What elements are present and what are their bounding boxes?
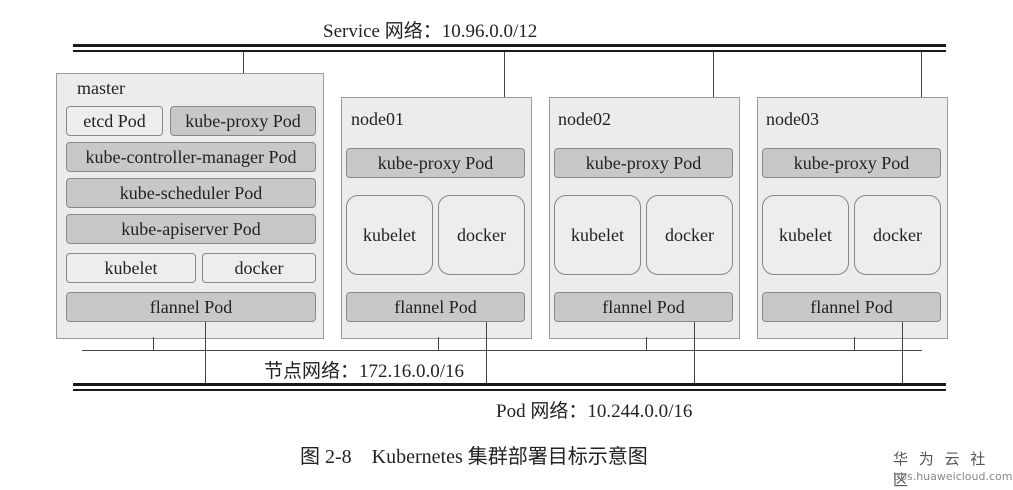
pod-network-bus <box>73 383 946 386</box>
node02-title: node02 <box>558 109 611 129</box>
master-flannel-pod: flannel Pod <box>66 292 316 322</box>
master-apiserver-pod: kube-apiserver Pod <box>66 214 316 244</box>
master-scheduler-pod: kube-scheduler Pod <box>66 178 316 208</box>
node03-title: node03 <box>766 109 819 129</box>
node02-docker: docker <box>646 195 733 275</box>
node01-title: node01 <box>351 109 404 129</box>
master-node-connector <box>153 337 154 350</box>
node01-flannel-connector <box>486 322 487 383</box>
node03-flannel-connector <box>902 322 903 383</box>
watermark-url: bbs.huaweicloud.com <box>893 470 1013 483</box>
node02-kubelet: kubelet <box>554 195 641 275</box>
service-network-label: Service 网络：10.96.0.0/12 <box>323 21 538 42</box>
node02-flannel-connector <box>694 322 695 383</box>
master-title: master <box>77 78 125 98</box>
node-network-label: 节点网络：172.16.0.0/16 <box>264 361 465 382</box>
node03-node-connector <box>854 337 855 350</box>
node01-node-connector <box>438 337 439 350</box>
master-controller-manager-pod: kube-controller-manager Pod <box>66 142 316 172</box>
node01-flannel-pod: flannel Pod <box>346 292 525 322</box>
node02-node-connector <box>646 337 647 350</box>
node01-docker: docker <box>438 195 525 275</box>
master-kube-proxy-pod: kube-proxy Pod <box>170 106 316 136</box>
watermark-name: 华 为 云 社 区 <box>893 450 989 489</box>
master-flannel-connector <box>205 322 206 383</box>
master-etcd-pod: etcd Pod <box>66 106 163 136</box>
node01-kubelet: kubelet <box>346 195 433 275</box>
node01-kube-proxy-pod: kube-proxy Pod <box>346 148 525 178</box>
pod-network-label: Pod 网络：10.244.0.0/16 <box>496 401 693 422</box>
node03-docker: docker <box>854 195 941 275</box>
master-docker: docker <box>202 253 316 283</box>
node02-kube-proxy-pod: kube-proxy Pod <box>554 148 733 178</box>
node03-kube-proxy-pod: kube-proxy Pod <box>762 148 941 178</box>
node03-kubelet: kubelet <box>762 195 849 275</box>
service-network-bus <box>73 44 946 47</box>
master-kubelet: kubelet <box>66 253 196 283</box>
node-network-bus <box>82 350 922 351</box>
node02-flannel-pod: flannel Pod <box>554 292 733 322</box>
pod-network-bus-second-line <box>73 389 946 391</box>
service-network-bus-second-line <box>73 50 946 52</box>
figure-caption: 图 2-8 Kubernetes 集群部署目标示意图 <box>300 446 648 468</box>
node03-flannel-pod: flannel Pod <box>762 292 941 322</box>
